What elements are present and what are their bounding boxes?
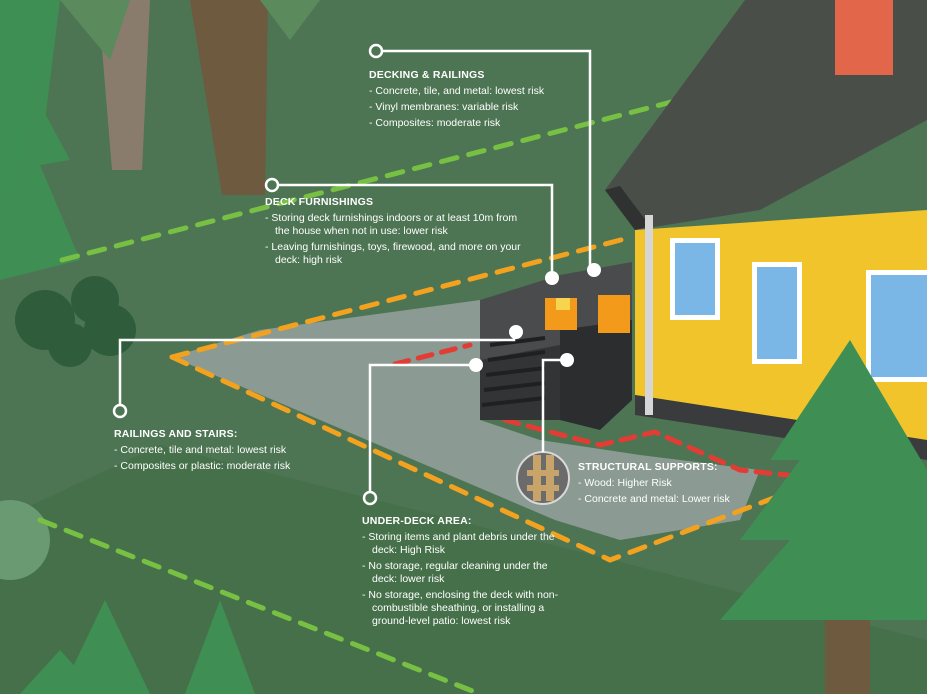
- callout-railings-stairs: RAILINGS AND STAIRS: Concrete, tile and …: [114, 428, 344, 476]
- chimney: [835, 0, 893, 75]
- callout-item: Composites or plastic: moderate risk: [114, 460, 344, 473]
- callout-deck-furnishings: DECK FURNISHINGS Storing deck furnishing…: [265, 196, 533, 270]
- callout-item: Concrete, tile and metal: lowest risk: [114, 444, 344, 457]
- callout-under-deck-area: UNDER-DECK AREA: Storing items and plant…: [362, 515, 562, 631]
- green-zone-line-lower: [37, 517, 483, 694]
- foreground-tree: [720, 340, 927, 694]
- orange-zone-line-upper: [169, 234, 635, 360]
- callout-title: RAILINGS AND STAIRS:: [114, 428, 238, 440]
- stairs: [481, 336, 546, 407]
- supports-leader: [541, 358, 565, 452]
- decking-leader: [376, 49, 592, 268]
- markers: [112, 43, 601, 506]
- callout-item: Vinyl membranes: variable risk: [369, 101, 609, 114]
- callout-item: Concrete and metal: Lower risk: [578, 493, 768, 506]
- callout-title: STRUCTURAL SUPPORTS:: [578, 461, 718, 473]
- callout-title: DECK FURNISHINGS: [265, 196, 374, 208]
- chair: [598, 295, 630, 333]
- red-zone-line-upper: [392, 342, 473, 367]
- callout-title: UNDER-DECK AREA:: [362, 515, 472, 527]
- leader-lines: [118, 49, 592, 497]
- downspout: [645, 215, 653, 415]
- callout-item: Storing deck furnishings indoors or at l…: [265, 212, 533, 238]
- callout-item: No storage, enclosing the deck with non-…: [362, 589, 562, 628]
- callout-item: Wood: Higher Risk: [578, 477, 768, 490]
- background-trees: [0, 0, 320, 694]
- callout-item: Composites: moderate risk: [369, 117, 609, 130]
- callout-decking-railings: DECKING & RAILINGS Concrete, tile, and m…: [369, 69, 609, 133]
- callout-title: DECKING & RAILINGS: [369, 69, 485, 81]
- callout-item: Leaving furnishings, toys, firewood, and…: [265, 241, 533, 267]
- callout-item: No storage, regular cleaning under the d…: [362, 560, 562, 586]
- callout-structural-supports: STRUCTURAL SUPPORTS: Wood: Higher Risk C…: [578, 461, 768, 509]
- callout-item: Storing items and plant debris under the…: [362, 531, 562, 557]
- deck: [480, 262, 632, 430]
- underdeck-leader: [368, 363, 476, 497]
- callout-item: Concrete, tile, and metal: lowest risk: [369, 85, 609, 98]
- structural-support-icon: [516, 451, 570, 505]
- furnishings-leader: [272, 183, 554, 276]
